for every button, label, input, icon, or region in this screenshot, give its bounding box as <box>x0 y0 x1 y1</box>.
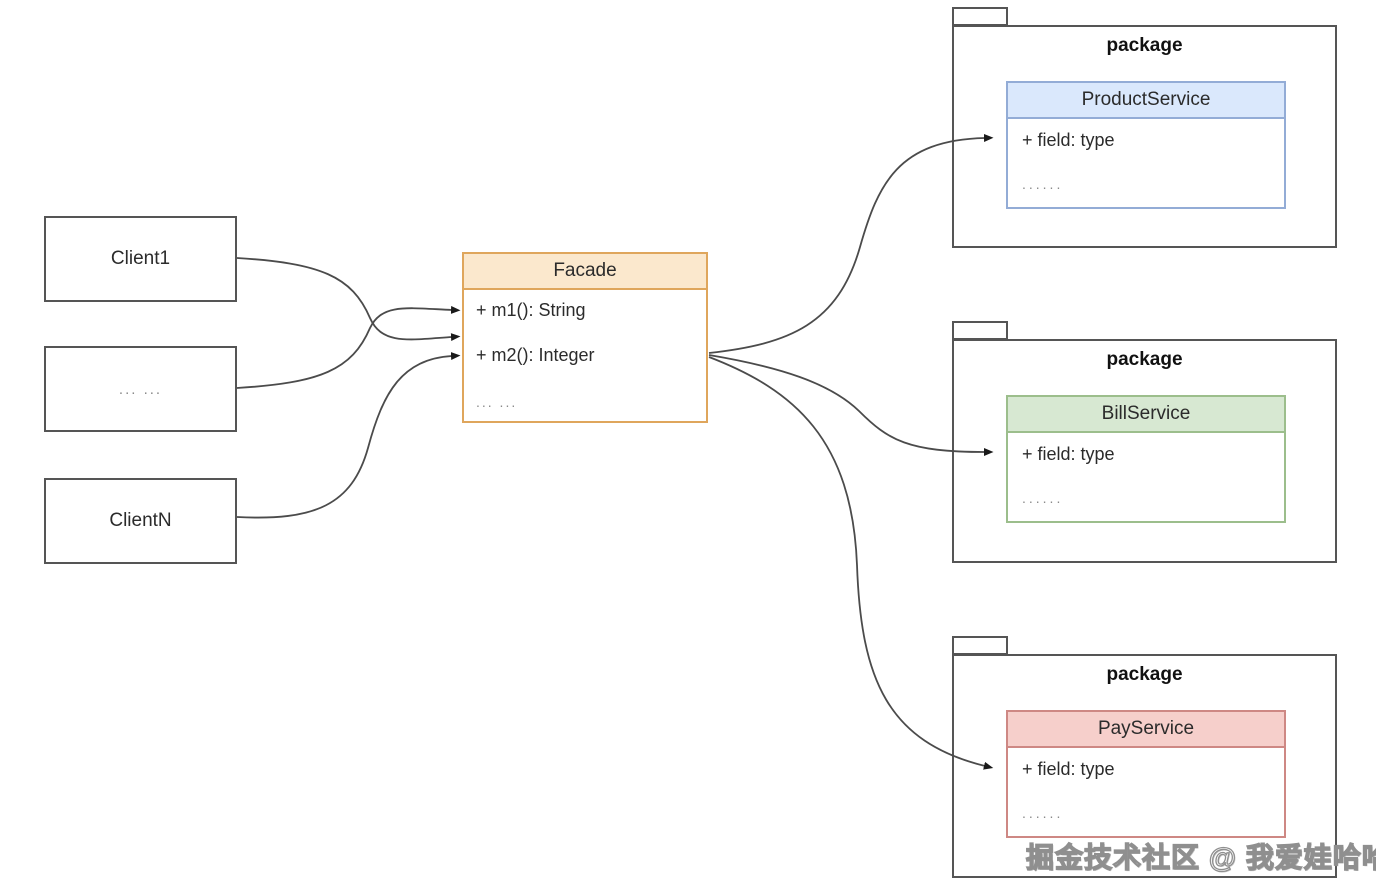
edge-clientn-to-facade <box>236 352 461 519</box>
client1-label: Client1 <box>110 248 171 269</box>
facade-ellipsis: ... ... <box>476 394 518 410</box>
payservice-ellipsis: ...... <box>1022 805 1064 821</box>
package2-title: package <box>1106 349 1183 370</box>
client1-box: Client1 <box>44 216 237 302</box>
facade-header: Facade <box>464 254 706 290</box>
package1-title: package <box>1106 35 1183 56</box>
package1-tab <box>952 7 1008 26</box>
edge-clientdots-to-facade <box>236 305 461 389</box>
package1-box: package ProductService + field: type ...… <box>952 25 1337 248</box>
productservice-header: ProductService <box>1008 83 1284 119</box>
facade-class-box: Facade + m1(): String + m2(): Integer ..… <box>462 252 708 423</box>
facade-method-m1: + m1(): String <box>476 300 586 320</box>
billservice-header: BillService <box>1008 397 1284 433</box>
facade-title: Facade <box>553 260 617 281</box>
package3-box: package PayService + field: type ...... <box>952 654 1337 878</box>
edge-facade-to-productservice <box>708 134 994 354</box>
billservice-field: + field: type <box>1022 444 1115 464</box>
package2-tab <box>952 321 1008 340</box>
payservice-class-box: PayService + field: type ...... <box>1006 710 1286 838</box>
productservice-name: ProductService <box>1081 89 1211 110</box>
facade-method-m2: + m2(): Integer <box>476 345 595 365</box>
billservice-class-box: BillService + field: type ...... <box>1006 395 1286 523</box>
billservice-ellipsis: ...... <box>1022 490 1064 506</box>
payservice-header: PayService <box>1008 712 1284 748</box>
client-ellipsis-box: ... ... <box>44 346 237 432</box>
clientn-box: ClientN <box>44 478 237 564</box>
billservice-body: + field: type ...... <box>1008 433 1284 521</box>
package3-tab <box>952 636 1008 655</box>
watermark-text: 掘金技术社区 @ 我爱娃哈哈 <box>1025 841 1376 873</box>
payservice-name: PayService <box>1097 718 1195 739</box>
package3-title: package <box>1106 664 1183 685</box>
edge-facade-to-payservice <box>708 356 994 770</box>
edge-client1-to-facade <box>236 257 461 342</box>
productservice-ellipsis: ...... <box>1022 176 1064 192</box>
package2-box: package BillService + field: type ...... <box>952 339 1337 563</box>
productservice-body: + field: type ...... <box>1008 119 1284 207</box>
client-ellipsis-label: ... ... <box>118 380 163 398</box>
productservice-field: + field: type <box>1022 130 1115 150</box>
edge-facade-to-billservice <box>708 354 994 456</box>
payservice-field: + field: type <box>1022 759 1115 779</box>
billservice-name: BillService <box>1101 403 1191 424</box>
clientn-label: ClientN <box>109 510 172 531</box>
facade-body: + m1(): String + m2(): Integer ... ... <box>464 290 706 421</box>
productservice-class-box: ProductService + field: type ...... <box>1006 81 1286 209</box>
payservice-body: + field: type ...... <box>1008 748 1284 836</box>
